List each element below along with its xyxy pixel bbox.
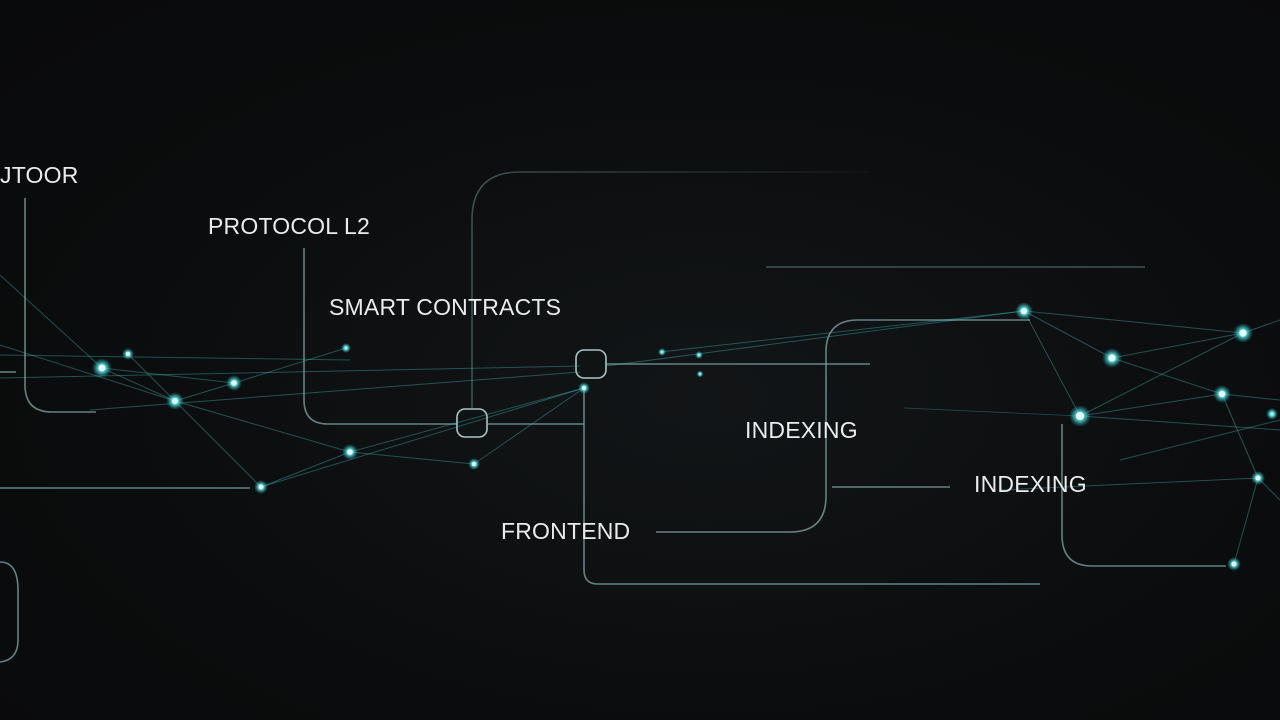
label-toor: JTOOR <box>0 162 79 188</box>
connector-toor <box>24 198 96 413</box>
label-indexing-2: INDEXING <box>974 471 1087 497</box>
connector-indexing <box>1061 424 1226 567</box>
network-nodes <box>92 302 1278 571</box>
connector-frontend <box>656 319 1030 533</box>
label-protocol-l2: PROTOCOL L2 <box>208 213 370 239</box>
junction-box-2 <box>575 349 607 379</box>
connector-protocol <box>303 248 458 425</box>
label-indexing-1: INDEXING <box>745 417 858 443</box>
connector-smart-top <box>471 171 870 408</box>
junction-box-1 <box>456 408 488 438</box>
label-smart-contracts: SMART CONTRACTS <box>329 294 562 320</box>
label-frontend: FRONTEND <box>501 518 631 544</box>
